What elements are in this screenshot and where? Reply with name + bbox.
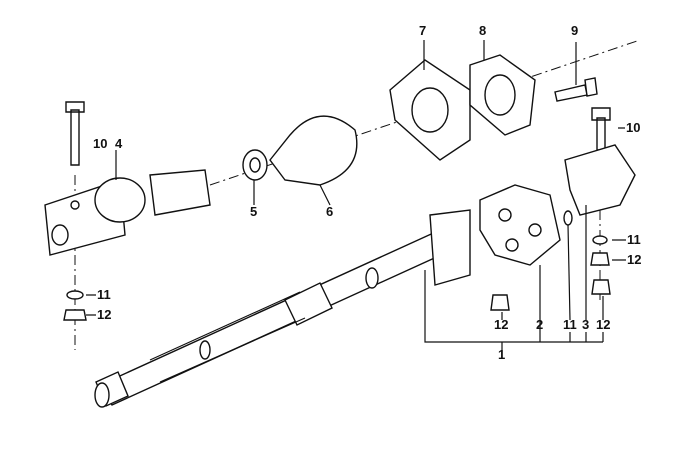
washer-right <box>592 235 608 245</box>
shaft-flange <box>429 209 471 286</box>
callout-12-right: 12 <box>627 252 642 267</box>
callout-12-bottom-a: 12 <box>494 317 509 332</box>
callout-9: 9 <box>571 23 579 38</box>
callout-11-bottom: 11 <box>563 317 577 332</box>
callout-5: 5 <box>250 204 258 219</box>
bolt-right <box>591 107 611 151</box>
bolt-9 <box>554 77 598 102</box>
flex-disc <box>479 184 561 266</box>
washer-left <box>66 290 84 300</box>
assembly-bracket <box>424 205 604 350</box>
callout-12-bottom-b: 12 <box>596 317 611 332</box>
callout-8: 8 <box>479 23 487 38</box>
coupling-yoke <box>564 144 636 216</box>
boot <box>269 115 358 186</box>
nut-bottom-b <box>591 279 611 295</box>
leader-lines <box>86 40 626 316</box>
callout-6: 6 <box>326 204 334 219</box>
callout-7: 7 <box>419 23 427 38</box>
callout-3: 3 <box>582 317 590 332</box>
callout-10-left: 10 <box>93 136 108 151</box>
callout-4: 4 <box>115 136 123 151</box>
callout-11-right: 11 <box>627 232 641 247</box>
callout-10-right: 10 <box>626 120 641 135</box>
bolt-left <box>65 101 85 166</box>
nut-bottom-a <box>490 294 510 311</box>
callout-1: 1 <box>498 347 506 362</box>
nut-right <box>590 252 610 266</box>
callout-12-left: 12 <box>97 307 112 322</box>
nut-left <box>63 309 87 321</box>
callout-11-left: 11 <box>97 287 111 302</box>
universal-joint <box>44 169 211 256</box>
callout-2: 2 <box>536 317 544 332</box>
steering-shaft <box>94 229 454 408</box>
washer-11 <box>563 210 573 226</box>
